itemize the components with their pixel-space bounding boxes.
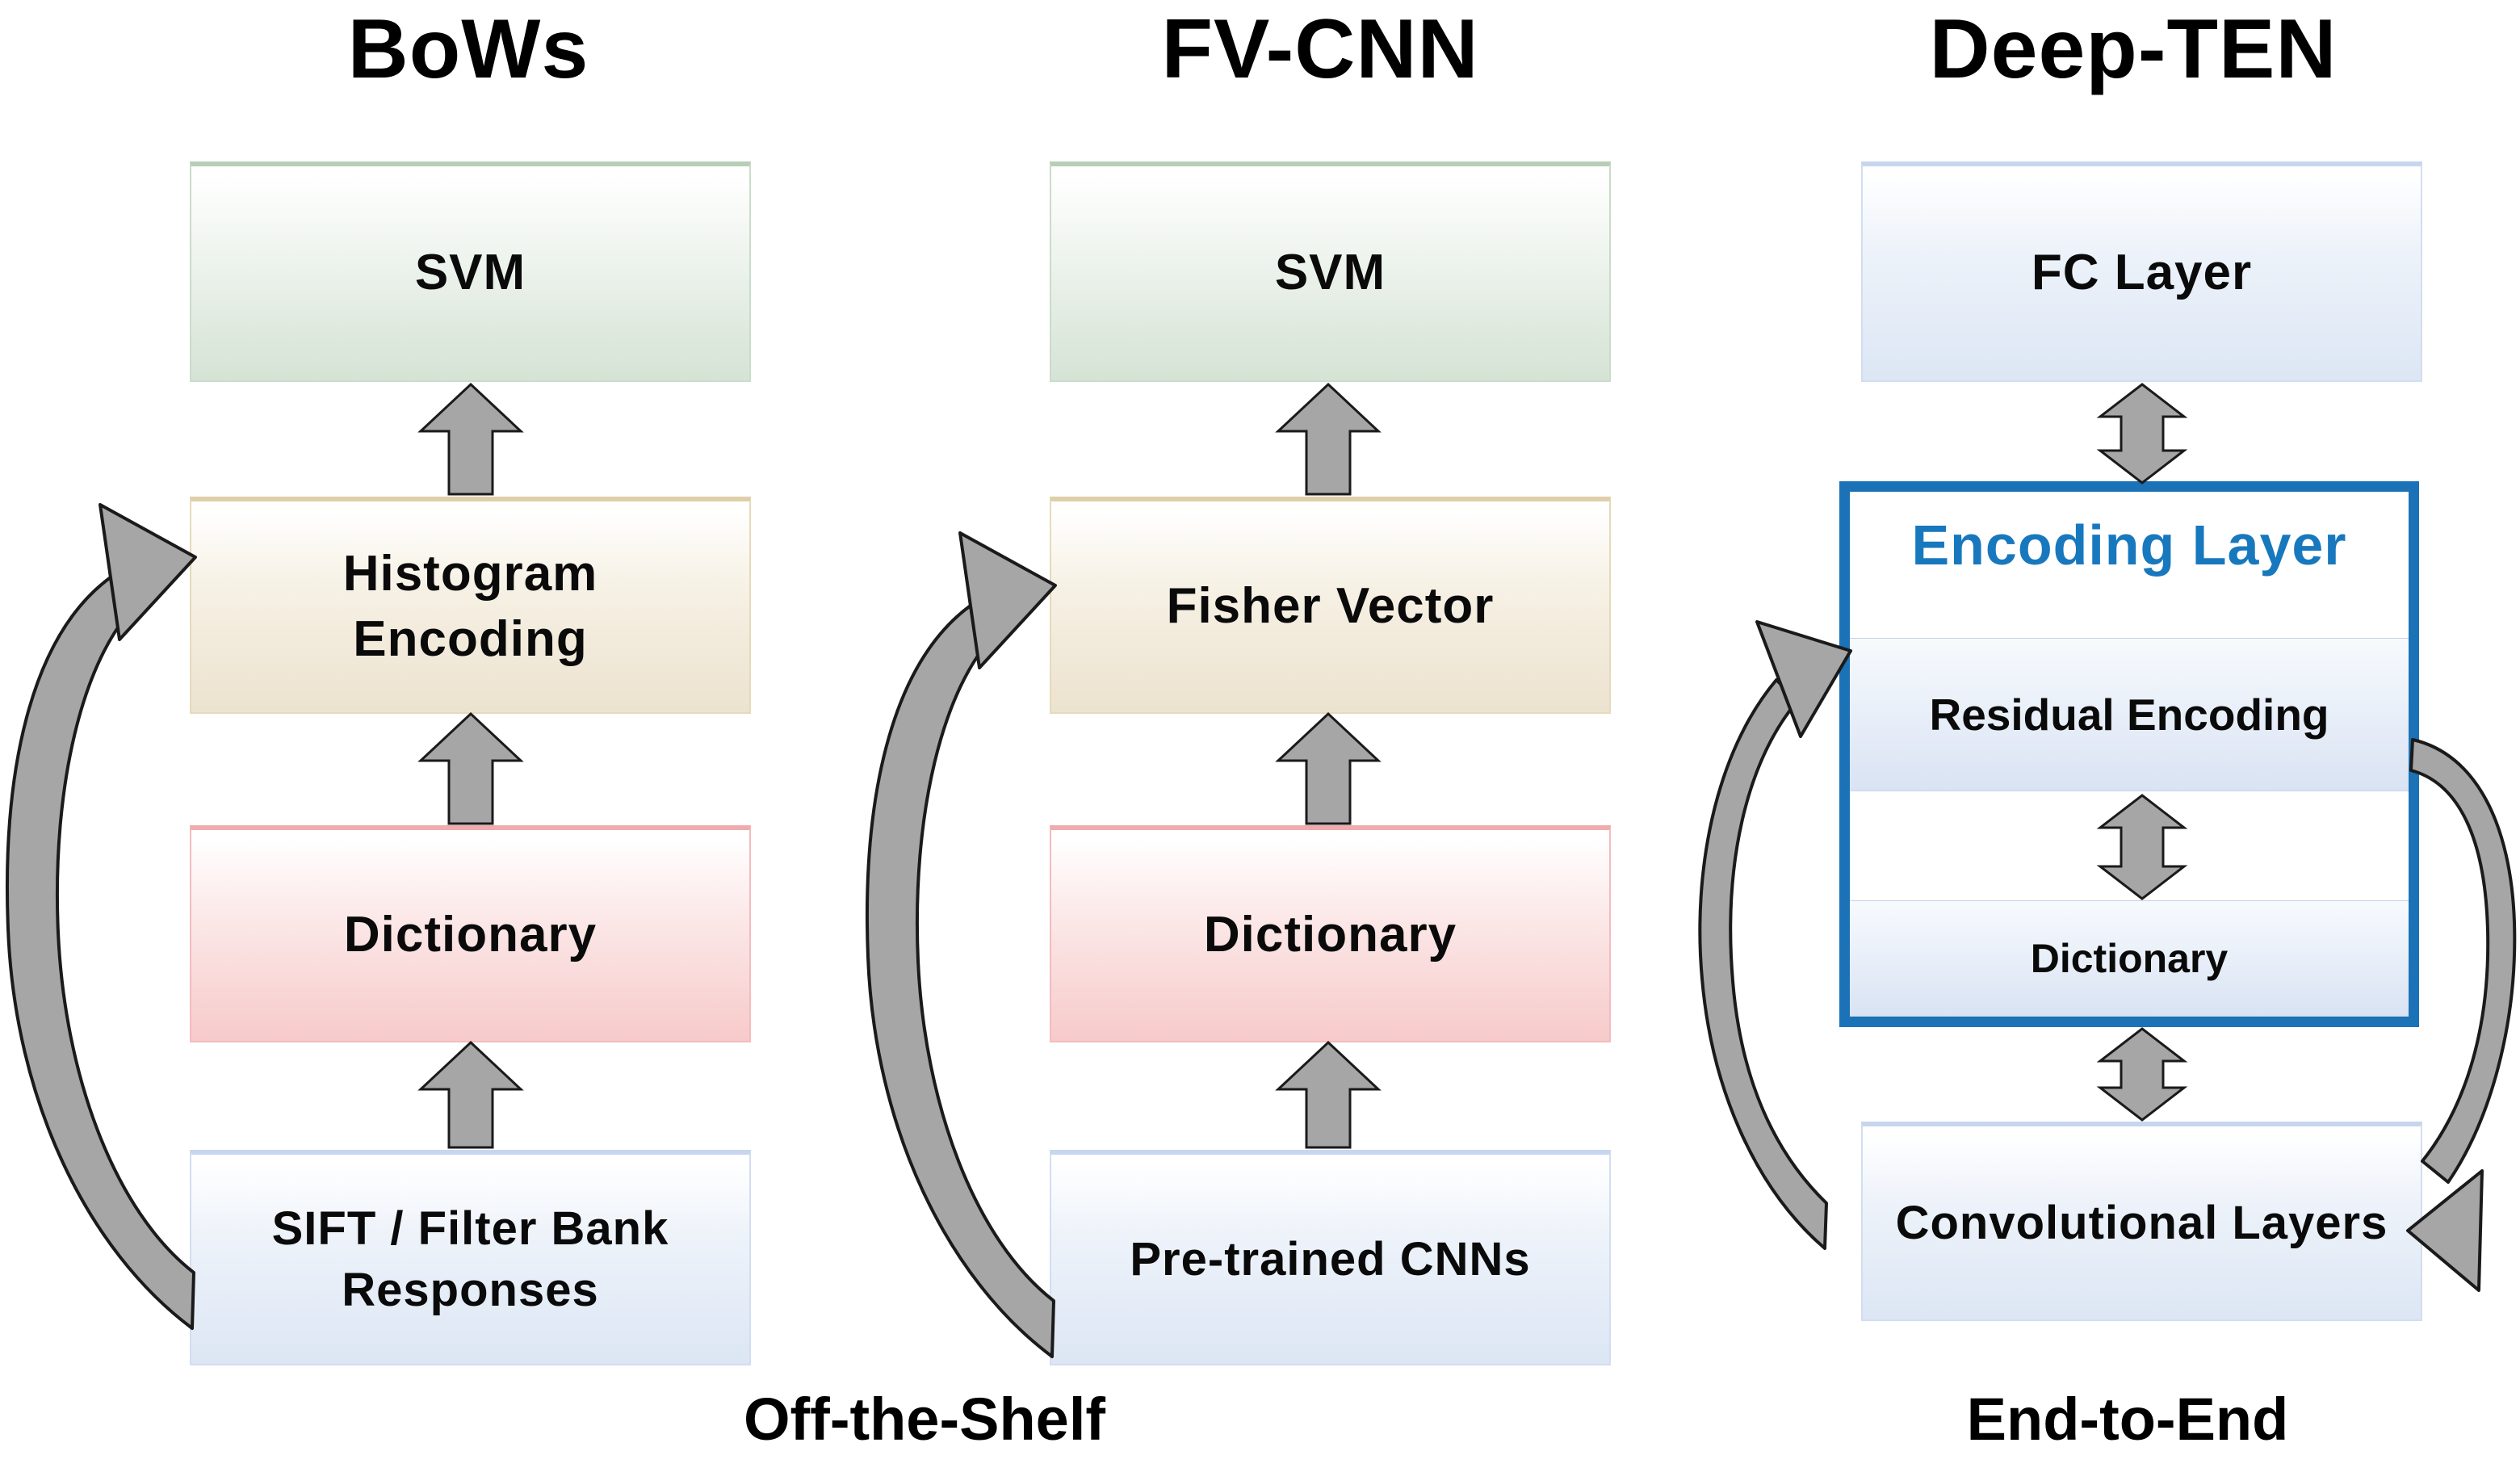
up-arrow-icon <box>1275 711 1382 825</box>
up-arrow-icon <box>1275 382 1382 496</box>
box-label-residual-encoding: Residual Encoding <box>1929 690 2329 740</box>
column-title-deepten: Deep-TEN <box>1929 2 2338 96</box>
curved-arrow-icon <box>2406 738 2517 1292</box>
box-pretrained-cnns: Pre-trained CNNs <box>1050 1150 1611 1365</box>
up-arrow-icon <box>417 1040 524 1149</box>
curved-arrow-icon <box>1698 620 1852 1250</box>
box-fc-layer: FC Layer <box>1861 161 2422 382</box>
box-label-histogram-encoding: Histogram Encoding <box>342 545 598 667</box>
box-label-svm-bows: SVM <box>414 245 526 301</box>
box-fisher-vector: Fisher Vector <box>1050 497 1611 714</box>
curved-arrow-icon <box>5 503 197 1330</box>
curved-arrow-icon <box>865 531 1057 1358</box>
up-arrow-icon <box>1275 1040 1382 1149</box>
box-label-svm-fvcnn: SVM <box>1274 245 1386 301</box>
box-label-dictionary-bows: Dictionary <box>343 907 598 963</box>
column-title-fvcnn: FV-CNN <box>1161 2 1479 96</box>
box-convolutional-layers: Convolutional Layers <box>1861 1122 2422 1321</box>
box-label-convolutional-layers: Convolutional Layers <box>1895 1196 2388 1249</box>
double-arrow-icon <box>2096 383 2188 484</box>
box-label-sift-filter-bank: SIFT / Filter Bank Responses <box>271 1202 669 1316</box>
box-dictionary-deepten: Dictionary <box>1850 900 2409 1017</box>
box-label-dictionary-fvcnn: Dictionary <box>1203 907 1457 963</box>
box-svm-bows: SVM <box>190 161 751 382</box>
box-residual-encoding: Residual Encoding <box>1850 638 2409 791</box>
footer-off-the-shelf: Off-the-Shelf <box>743 1386 1106 1453</box>
up-arrow-icon <box>417 382 524 496</box>
footer-end-to-end: End-to-End <box>1966 1386 2289 1453</box>
box-histogram-encoding: Histogram Encoding <box>190 497 751 714</box>
box-dictionary-bows: Dictionary <box>190 825 751 1042</box>
column-title-bows: BoWs <box>347 2 589 96</box>
box-sift-filter-bank: SIFT / Filter Bank Responses <box>190 1150 751 1365</box>
box-svm-fvcnn: SVM <box>1050 161 1611 382</box>
box-label-pretrained-cnns: Pre-trained CNNs <box>1130 1232 1531 1286</box>
box-dictionary-fvcnn: Dictionary <box>1050 825 1611 1042</box>
box-label-fc-layer: FC Layer <box>2031 245 2253 301</box>
encoding-layer-box: Encoding Layer Residual Encoding Diction… <box>1839 481 2419 1027</box>
encoding-layer-title: Encoding Layer <box>1911 514 2347 577</box>
box-label-fisher-vector: Fisher Vector <box>1166 578 1495 635</box>
up-arrow-icon <box>417 711 524 825</box>
double-arrow-icon <box>2096 1027 2188 1122</box>
box-label-dictionary-deepten: Dictionary <box>2030 936 2229 981</box>
